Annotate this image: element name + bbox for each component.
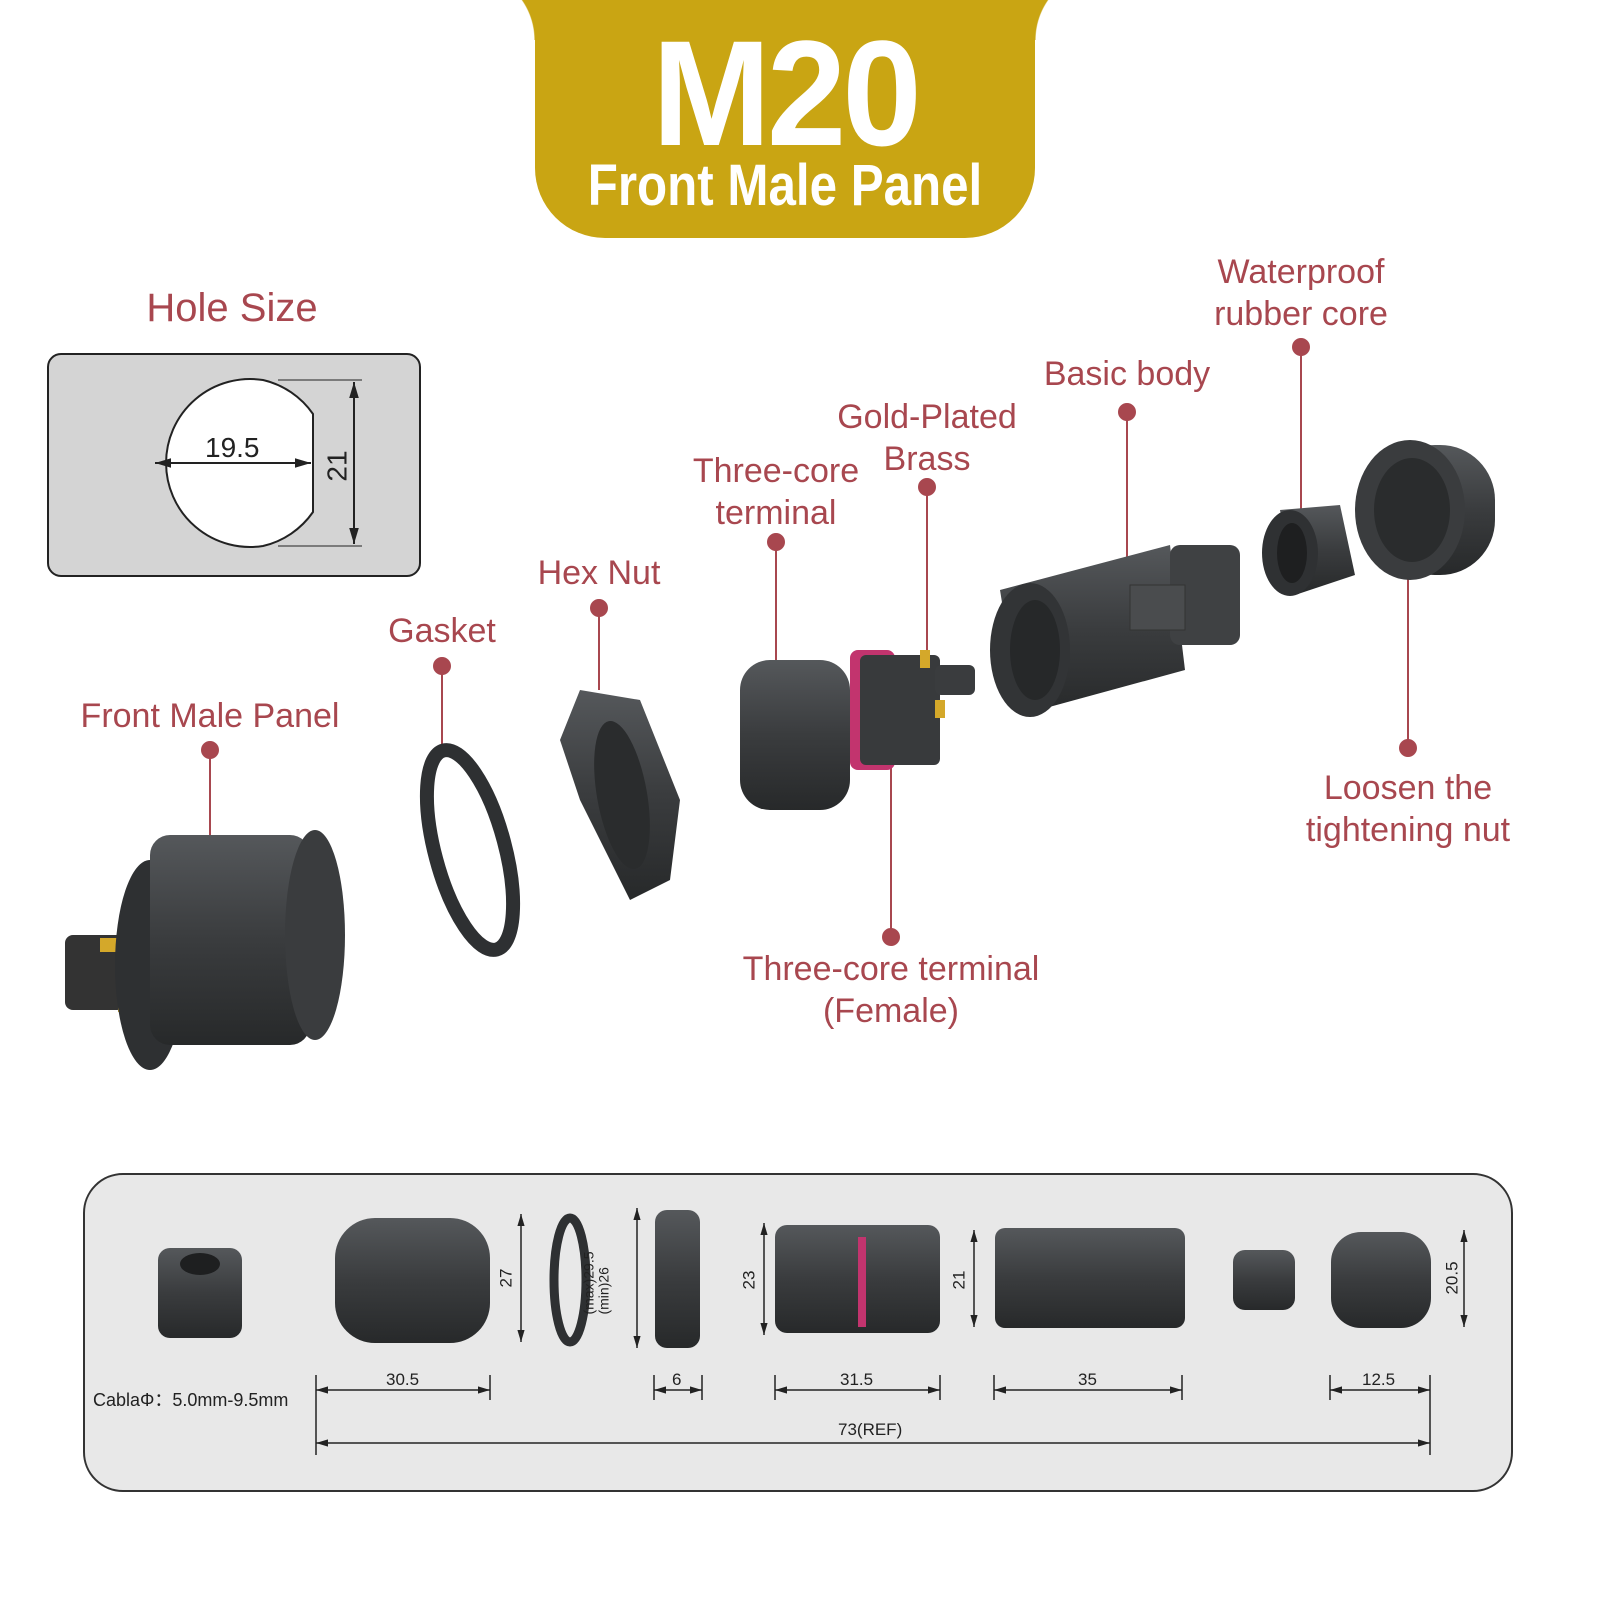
label-line: Loosen the [1323,769,1493,807]
hole-width-value: 19.5 [205,432,260,463]
cable-diameter: CablaΦ：5.0mm-9.5mm [93,1390,289,1410]
label-basic-body: Basic body [1043,355,1211,393]
title-banner: M20 Front Male Panel [465,0,1105,238]
dim-gasket: (max)29.5(min)26 [580,1251,612,1315]
product-subtitle: Front Male Panel [587,153,983,218]
label-line: Three-core terminal [742,950,1040,988]
dim-body-length: 35 [1078,1370,1097,1389]
three-core-terminal-part [740,650,975,810]
gasket-part [419,743,521,957]
label-loosen-nut: Loosen the tightening nut [1306,767,1510,851]
dim-terminal-height: 23 [739,1270,759,1290]
label-three-core-terminal: Three-core terminal [693,450,859,534]
dim-panel-height: 27 [496,1268,516,1288]
label-waterproof-rubber-core: Waterproof rubber core [1214,251,1388,335]
label-line: Waterproof [1217,253,1385,291]
dim-gasket-min: (min)26 [595,1267,612,1315]
label-line: (Female) [822,992,960,1030]
leader-lines [201,338,1417,946]
label-line: rubber core [1214,295,1388,333]
dim-terminal-length: 31.5 [840,1370,874,1389]
dim-total-length: 73(REF) [838,1420,903,1439]
hex-nut-part [560,690,680,900]
product-title: M20 [652,9,922,177]
label-line: terminal [715,494,837,532]
front-male-panel-part [65,830,345,1070]
dim-nut-height: 20.5 [1442,1261,1462,1295]
label-gasket: Gasket [388,612,496,650]
label-line: Three-core [692,452,860,490]
label-line: Gold-Plated [837,398,1017,436]
tightening-nut-part [1355,440,1495,580]
dim-nut-width: 6 [672,1370,682,1389]
label-front-male-panel: Front Male Panel [80,697,340,735]
dim-nut-length: 12.5 [1362,1370,1396,1389]
label-hex-nut: Hex Nut [537,554,661,592]
label-line: tightening nut [1305,811,1511,849]
dim-body-height: 21 [949,1270,969,1290]
hole-shape [155,378,362,548]
waterproof-rubber-core-part [1262,505,1355,596]
dimension-lines [316,1208,1468,1447]
label-line: Brass [883,440,971,478]
hole-size-title: Hole Size [146,286,318,330]
dim-gasket-max: (max)29.5 [580,1251,597,1315]
basic-body-part [990,545,1240,717]
label-three-core-female: Three-core terminal (Female) [743,948,1040,1032]
dim-panel-length: 30.5 [386,1370,420,1389]
